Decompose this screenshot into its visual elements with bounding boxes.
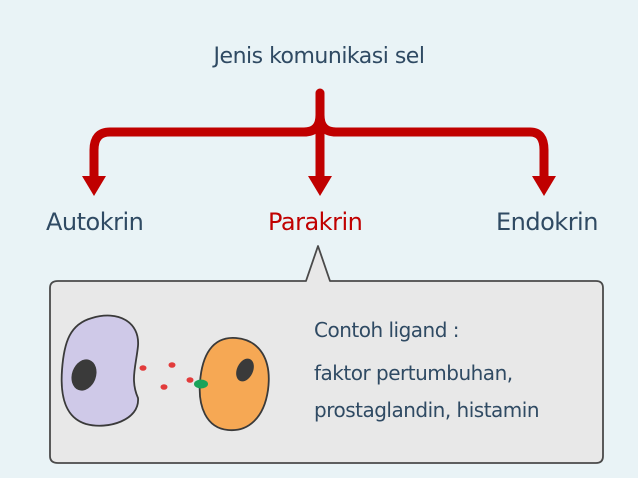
ligand-heading: Contoh ligand : [314,318,460,342]
ligand-example-line: faktor pertumbuhan, [314,361,513,385]
target-cell-nucleus [236,358,254,382]
brace-right-arm [331,127,549,183]
ligand-dot [186,377,194,383]
receptor-icon [194,379,208,389]
arrow-head-endokrin [532,176,556,196]
callout-box [49,245,604,464]
signaling-cell [60,314,139,427]
diagram-title: Jenis komunikasi sel [213,44,425,69]
ligand-dot [139,365,147,371]
ligand-dot [168,362,176,368]
branch-brace [89,88,549,183]
signaling-cell-nucleus [71,359,97,391]
category-parakrin: Parakrin [268,208,363,236]
target-cell [194,337,270,431]
callout-shape [49,245,604,464]
target-cell-body [198,337,270,431]
category-endokrin: Endokrin [496,208,598,236]
arrow-head-parakrin [308,176,332,196]
ligand-dot [160,384,168,390]
arrow-head-autokrin [82,176,106,196]
category-autokrin: Autokrin [46,208,144,236]
signaling-cell-body [60,314,139,427]
ligand-example-line: prostaglandin, histamin [314,398,540,422]
ligand-molecules [139,362,194,390]
arrowheads [82,176,556,196]
brace-left-arm [89,127,309,183]
